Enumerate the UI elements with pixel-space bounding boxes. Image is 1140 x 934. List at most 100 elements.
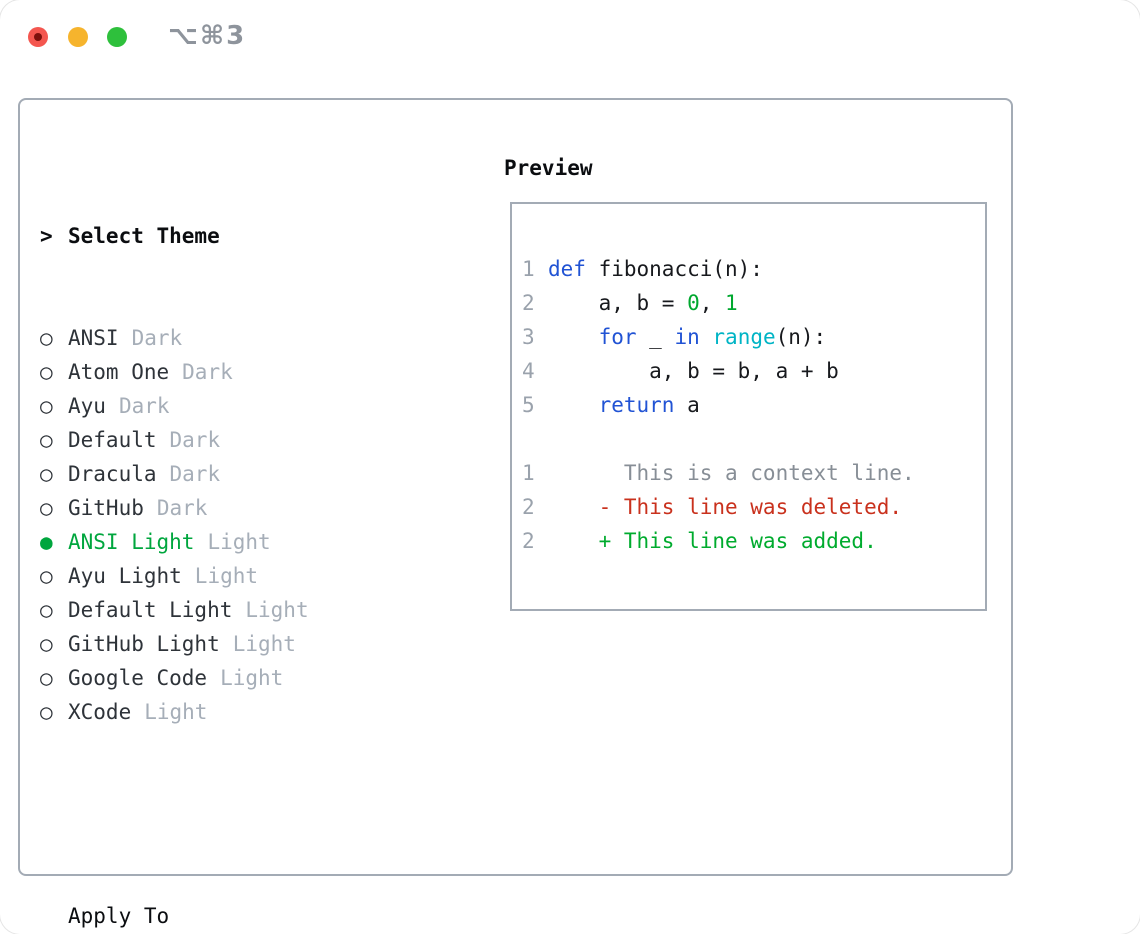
theme-option[interactable]: ○ Ayu Light Light (40, 559, 394, 593)
code-segment-deleted: - This line was deleted. (548, 495, 903, 519)
preview-line: 1 This is a context line. (522, 456, 985, 490)
apply-to-header: Apply To (40, 899, 394, 933)
option-label: ANSI (68, 326, 119, 350)
option-label: ANSI Light (68, 530, 195, 554)
code-segment-keyword: in (674, 325, 700, 349)
code-segment-code (548, 320, 599, 354)
theme-option[interactable]: ● ANSI Light Light (40, 525, 394, 559)
radio-icon: ○ (40, 326, 53, 350)
preview-line: 2 a, b = 0, 1 (522, 286, 985, 320)
select-theme-header: >Select Theme (40, 219, 394, 253)
spacer (522, 422, 985, 456)
code-segment-code: _ (636, 325, 675, 349)
option-label: Dracula (68, 462, 157, 486)
option-label: XCode (68, 700, 132, 724)
variant-tag: Dark (156, 496, 208, 520)
minimize-button[interactable] (68, 27, 88, 47)
code-segment-keyword: return (598, 393, 675, 417)
radio-icon: ○ (40, 700, 53, 724)
option-label: Atom One (68, 360, 170, 384)
code-segment-code: a, b = b, a + b (548, 359, 839, 383)
option-label: Ayu (68, 394, 106, 418)
close-button[interactable] (28, 27, 48, 47)
variant-tag: Light (194, 564, 259, 588)
option-label: Default (68, 428, 157, 452)
line-number: 2 (522, 495, 535, 519)
variant-tag: Dark (169, 428, 221, 452)
variant-tag: Light (207, 530, 271, 554)
preview-header: Preview (504, 156, 593, 180)
radio-icon: ○ (40, 598, 53, 622)
preview-line: 4 a, b = b, a + b (522, 354, 985, 388)
radio-icon: ○ (40, 462, 53, 486)
option-label: Default Light (68, 598, 233, 622)
code-segment-code (700, 320, 713, 354)
code-segment-literal: 1 (725, 291, 738, 315)
line-number: 2 (522, 529, 535, 553)
variant-tag: Dark (118, 394, 170, 418)
theme-option[interactable]: ○ GitHub Light Light (40, 627, 394, 661)
radio-icon: ○ (40, 564, 53, 588)
line-number: 3 (522, 325, 535, 349)
line-number: 5 (522, 393, 535, 417)
variant-tag: Dark (182, 360, 233, 384)
preview-line: 3 for _ in range(n): (522, 320, 985, 354)
variant-tag: Dark (169, 462, 221, 486)
radio-icon: ○ (40, 428, 53, 452)
radio-selected-icon: ● (40, 530, 53, 554)
code-segment-code: a, b = (548, 291, 688, 315)
select-theme-label: Select Theme (68, 224, 220, 248)
preview-line: 5 return a (522, 388, 985, 422)
theme-option[interactable]: ○ Default Dark (40, 423, 394, 457)
spacer (40, 797, 394, 831)
option-label: GitHub (68, 496, 144, 520)
radio-icon: ○ (40, 632, 53, 656)
code-segment-keyword: for (598, 325, 637, 349)
variant-tag: Light (232, 632, 296, 656)
theme-option[interactable]: ○ Ayu Dark (40, 389, 394, 423)
theme-option[interactable]: ○ ANSI Dark (40, 321, 394, 355)
line-number: 1 (522, 257, 535, 281)
code-segment-literal: 0 (687, 291, 700, 315)
line-number: 1 (522, 461, 535, 485)
variant-tag: Light (144, 700, 208, 724)
variant-tag: Light (245, 598, 309, 622)
preview-line: 2 - This line was deleted. (522, 490, 985, 524)
variant-tag: Light (220, 666, 284, 690)
code-segment-code: , (699, 291, 726, 315)
zoom-button[interactable] (107, 27, 127, 47)
close-dot-icon (34, 33, 42, 41)
code-segment-code: (n): (775, 325, 827, 349)
code-segment-context: This is a context line. (548, 461, 915, 485)
titlebar: ⌥⌘3 (0, 0, 1140, 75)
radio-icon: ○ (40, 496, 53, 520)
code-segment-code (548, 388, 599, 422)
line-number: 4 (522, 359, 535, 383)
theme-option[interactable]: ○ GitHub Dark (40, 491, 394, 525)
option-label: Google Code (68, 666, 208, 690)
variant-tag: Dark (131, 326, 183, 350)
theme-option[interactable]: ○ Atom One Dark (40, 355, 394, 389)
option-label: Ayu Light (68, 564, 182, 588)
option-label: GitHub Light (68, 632, 220, 656)
theme-option[interactable]: ○ XCode Light (40, 695, 394, 729)
code-segment-code: fibonacci(n): (585, 257, 763, 281)
window-title: ⌥⌘3 (168, 21, 247, 51)
theme-option[interactable]: ○ Dracula Dark (40, 457, 394, 491)
theme-option[interactable]: ○ Default Light Light (40, 593, 394, 627)
code-segment-function: range (712, 325, 776, 349)
preview-line: 2 + This line was added. (522, 524, 985, 558)
diff-block: 1 This is a context line.2 - This line w… (522, 456, 985, 558)
line-number: 2 (522, 291, 535, 315)
radio-icon: ○ (40, 360, 53, 384)
radio-icon: ○ (40, 394, 53, 418)
